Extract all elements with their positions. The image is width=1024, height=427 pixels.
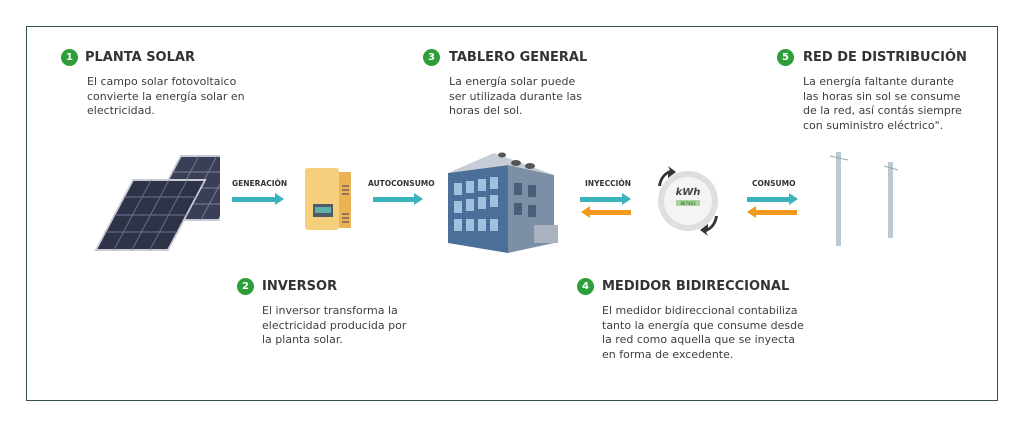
step-number-badge: 4 xyxy=(577,278,594,295)
rotate-arrow-icon xyxy=(658,166,676,186)
arrow-right-icon xyxy=(747,193,798,205)
flow-label-generacion: GENERACIÓN xyxy=(232,179,288,188)
arrow-left-icon xyxy=(747,206,797,218)
arrow-right-icon xyxy=(373,193,423,205)
arrow-left-icon xyxy=(581,206,631,218)
step-title: TABLERO GENERAL xyxy=(449,50,588,65)
step-description: El medidor bidireccional contabiliza tan… xyxy=(602,304,804,361)
diagram-frame xyxy=(26,26,998,401)
arrow-right-icon xyxy=(580,193,631,205)
flow-label-consumo: CONSUMO xyxy=(752,179,796,188)
bidirectional-meter-icon: kWh 867463 xyxy=(658,166,718,236)
step-title: PLANTA SOLAR xyxy=(85,50,195,65)
step-title: MEDIDOR BIDIRECCIONAL xyxy=(602,279,790,294)
building-icon xyxy=(448,152,558,253)
arrow-right-icon xyxy=(232,193,284,205)
rotate-arrow-icon xyxy=(700,216,718,236)
flow-label-autoconsumo: AUTOCONSUMO xyxy=(368,179,435,188)
step-description: La energía faltante durante las horas si… xyxy=(803,75,962,132)
step-description: La energía solar puede ser utilizada dur… xyxy=(449,75,582,117)
step-description: El inversor transforma la electricidad p… xyxy=(262,304,407,346)
step-title: INVERSOR xyxy=(262,279,338,294)
step-number-badge: 3 xyxy=(423,49,440,66)
meter-unit-label: kWh xyxy=(676,187,701,198)
meter-reading: 867463 xyxy=(680,201,696,206)
step-number-badge: 2 xyxy=(237,278,254,295)
solar-panels-icon xyxy=(94,155,220,251)
inverter-icon xyxy=(305,168,351,230)
flow-label-inyeccion: INYECCIÓN xyxy=(585,179,632,188)
step-title: RED DE DISTRIBUCIÓN xyxy=(803,50,967,65)
utility-poles-icon xyxy=(829,152,899,246)
step-number-badge: 1 xyxy=(61,49,78,66)
step-number-badge: 5 xyxy=(777,49,794,66)
step-description: El campo solar fotovoltaico convierte la… xyxy=(87,75,245,117)
